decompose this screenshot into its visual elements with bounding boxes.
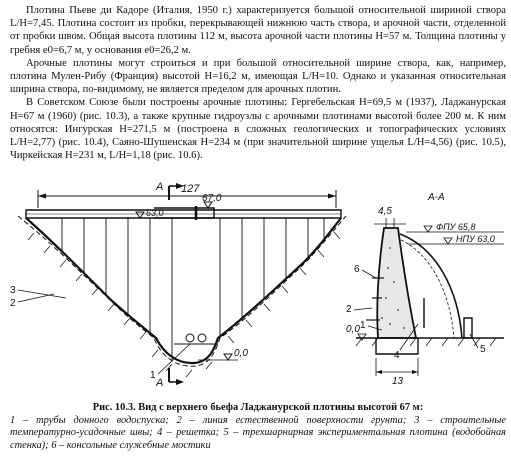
dim-base-label: 13	[392, 376, 404, 387]
bottom-outlet-pipes	[174, 333, 218, 345]
body-text: Плотина Пьеве ди Кадоре (Италия, 1950 г.…	[10, 4, 506, 162]
section-dimension-top: 4,5	[374, 206, 406, 228]
section-dam-body	[376, 227, 418, 339]
npu-label: НПУ 63,0	[456, 234, 495, 244]
section-bottom-level: 0,0	[346, 324, 367, 341]
section-title: А-А	[427, 192, 445, 203]
width-dimension: 127	[37, 183, 337, 208]
service-bridges	[366, 277, 384, 321]
caption-body: 1 – трубы донного водоспуска; 2 – линия …	[10, 414, 506, 451]
callout-4: 4	[394, 350, 400, 361]
caption-title: Рис. 10.3. Вид с верхнего бьефа Ладжанур…	[92, 402, 424, 413]
figure-10-3: 127 А А 67,0 63,0	[6, 178, 506, 402]
bottom-level-marker: 0,0	[198, 348, 248, 361]
paragraph-3: В Советском Союзе были построены арочные…	[10, 97, 506, 162]
left-view-callouts: 3 2 1	[10, 285, 191, 381]
fpu-label: ФПУ 65,8	[436, 222, 475, 232]
contraction-joints	[61, 218, 325, 360]
bottom-level-label: 0,0	[234, 348, 248, 359]
dam-drawing: 127 А А 67,0 63,0	[10, 181, 504, 389]
crest-level-left-label: 63,0	[146, 208, 164, 218]
crest-level-markers: 67,0 63,0	[135, 193, 222, 219]
overflow-jet	[399, 233, 463, 339]
paragraph-2: Арочные плотины могут строиться и при бо…	[10, 57, 506, 96]
dim-top-label: 4,5	[378, 206, 392, 217]
ground-hatch	[27, 231, 341, 378]
callout-6: 6	[354, 264, 360, 275]
section-mark-bottom: А	[155, 368, 184, 389]
dam-crest	[25, 206, 342, 220]
dam-outline	[25, 217, 342, 365]
dim-width-label: 127	[181, 183, 200, 195]
paragraph-1: Плотина Пьеве ди Кадоре (Италия, 1950 г.…	[10, 5, 506, 56]
figure-caption: Рис. 10.3. Вид с верхнего бьефа Ладжанур…	[10, 402, 506, 452]
callout-2: 2	[346, 304, 352, 315]
callout-2-left: 2	[10, 298, 16, 309]
section-foundation	[375, 338, 419, 355]
water-levels: ФПУ 65,8 НПУ 63,0	[406, 222, 504, 245]
callout-1-section: 1	[360, 320, 366, 331]
section-bottom-level-label: 0,0	[346, 324, 360, 335]
section-mark-bottom-label: А	[155, 377, 163, 389]
crest-level-label: 67,0	[202, 193, 222, 204]
section-callouts: 6 2 1 4 5	[346, 264, 486, 361]
section-concrete-dots	[381, 247, 405, 329]
callout-1: 1	[150, 370, 156, 381]
section-ground-hatch	[355, 337, 497, 347]
callout-5: 5	[480, 344, 486, 355]
section-dimension-base: 13	[375, 358, 419, 387]
section-mark-top: А	[155, 181, 184, 200]
section-mark-top-label: А	[155, 181, 163, 193]
callout-3: 3	[10, 285, 16, 296]
